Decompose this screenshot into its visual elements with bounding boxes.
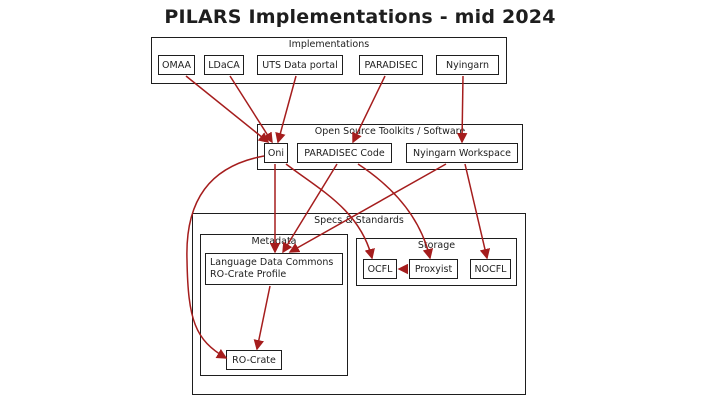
storage-group-label: Storage [417,240,456,251]
profile-line-2: RO-Crate Profile [210,269,287,280]
node-ldaca[interactable]: LDaCA [204,55,244,75]
node-nyingarn-workspace[interactable]: Nyingarn Workspace [406,143,518,163]
diagram-title: PILARS Implementations - mid 2024 [164,6,556,28]
arrow-omaa-to-oni [185,75,270,143]
node-paradisec[interactable]: PARADISEC [359,55,423,75]
node-ldc-rocrate-profile[interactable]: Language Data Commons RO-Crate Profile [205,253,343,285]
node-nocfl[interactable]: NOCFL [470,259,511,279]
node-ocfl[interactable]: OCFL [363,259,397,279]
implementations-group [151,37,507,84]
specs-standards-group-label: Specs & Standards [314,215,404,226]
profile-line-1: Language Data Commons [210,257,334,268]
implementations-group-label: Implementations [288,39,370,50]
toolkits-group-label: Open Source Toolkits / Software [314,126,466,137]
node-oni[interactable]: Oni [264,143,288,163]
node-proxyist[interactable]: Proxyist [409,259,458,279]
node-paradisec-code[interactable]: PARADISEC Code [297,143,392,163]
node-omaa[interactable]: OMAA [158,55,195,75]
node-uts-data-portal[interactable]: UTS Data portal [257,55,343,75]
metadata-group-label: Metadata [251,236,297,247]
node-nyingarn[interactable]: Nyingarn [436,55,499,75]
node-rocrate[interactable]: RO-Crate [226,350,282,370]
